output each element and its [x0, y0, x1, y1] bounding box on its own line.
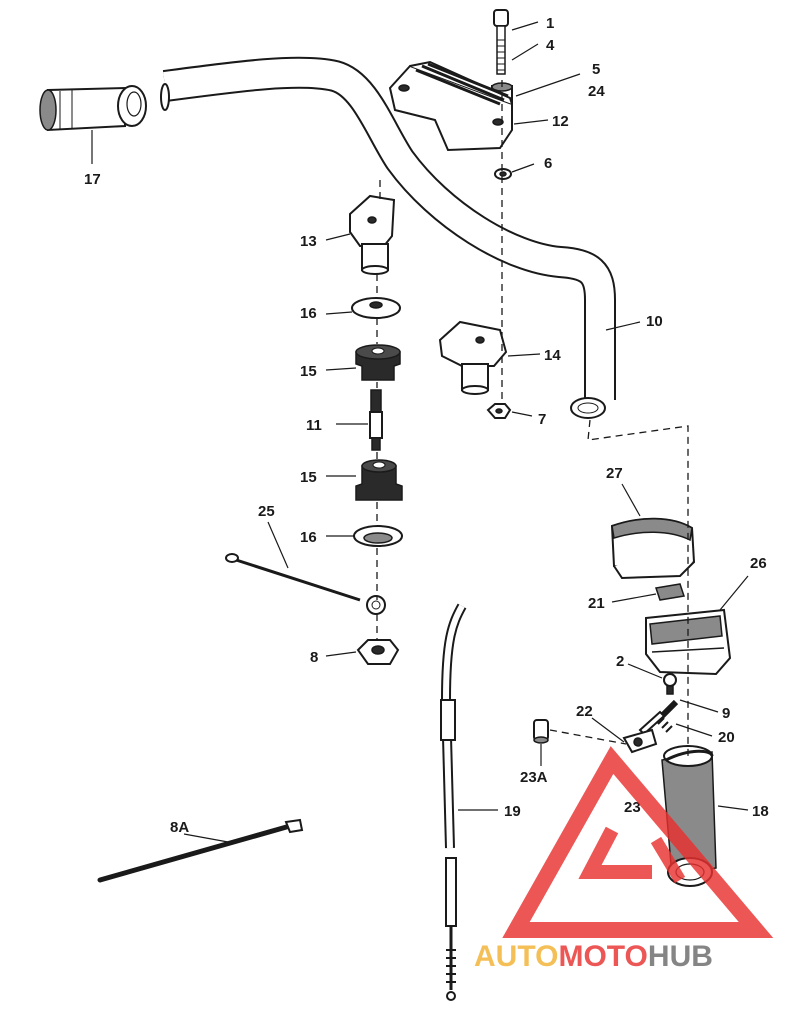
label-25: 25 — [258, 503, 275, 520]
upper-bushing — [355, 344, 401, 381]
label-7: 7 — [538, 411, 546, 428]
label-21: 21 — [588, 595, 605, 612]
assembly-guides — [376, 80, 689, 760]
watermark-hub: HUB — [648, 940, 713, 973]
label-19: 19 — [504, 803, 521, 820]
label-22: 22 — [576, 703, 593, 720]
label-15-lower: 15 — [300, 469, 317, 486]
upper-rubber-washer — [351, 297, 401, 319]
label-2: 2 — [616, 653, 624, 670]
stud — [369, 389, 383, 451]
label-8a: 8A — [170, 819, 189, 836]
label-16-upper: 16 — [300, 305, 317, 322]
left-riser — [349, 194, 396, 275]
throttle-cable — [440, 603, 467, 1001]
label-26: 26 — [750, 555, 767, 572]
watermark-text: AUTOMOTOHUB — [474, 940, 713, 973]
label-15-upper: 15 — [300, 363, 317, 380]
label-16-lower: 16 — [300, 529, 317, 546]
screw-2 — [663, 673, 677, 695]
part-labels: 1 4 5 24 12 6 17 13 10 16 14 15 11 7 15 … — [84, 15, 769, 836]
label-10: 10 — [646, 313, 663, 330]
nut-7 — [486, 403, 512, 419]
label-11: 11 — [306, 417, 322, 434]
friction-shoe — [655, 583, 685, 601]
label-17: 17 — [84, 171, 101, 188]
plug — [533, 719, 549, 744]
cable-strap — [97, 818, 304, 883]
nut-8 — [356, 639, 400, 665]
watermark-moto: MOTO — [558, 940, 647, 973]
watermark-auto: AUTO — [474, 940, 558, 973]
right-riser — [438, 320, 508, 395]
label-8: 8 — [310, 649, 318, 666]
label-27: 27 — [606, 465, 623, 482]
label-13: 13 — [300, 233, 317, 250]
lower-cup-washer — [353, 525, 403, 547]
label-12: 12 — [552, 113, 569, 130]
screw — [493, 9, 509, 75]
label-24: 24 — [588, 83, 605, 100]
label-18: 18 — [752, 803, 769, 820]
label-20: 20 — [718, 729, 735, 746]
lower-bushing — [355, 459, 403, 501]
friction-adjuster — [622, 728, 658, 754]
leader-lines — [91, 21, 749, 843]
housing-upper — [610, 517, 696, 580]
label-4: 4 — [546, 37, 555, 54]
label-9: 9 — [722, 705, 730, 722]
handlebar-tube — [160, 56, 616, 419]
label-23: 23 — [624, 799, 641, 816]
left-grip — [39, 85, 147, 132]
label-23a: 23A — [520, 769, 548, 786]
label-5: 5 — [592, 61, 600, 78]
label-6: 6 — [544, 155, 552, 172]
label-1: 1 — [546, 15, 554, 32]
automotohub-watermark: AUTOMOTOHUB — [474, 746, 774, 973]
top-clamp — [388, 60, 513, 152]
label-14: 14 — [544, 347, 561, 364]
adjust-screw-spring — [638, 699, 679, 736]
watermark-triangle-logo — [502, 746, 774, 938]
small-washer — [494, 168, 512, 180]
ground-wire — [225, 553, 386, 615]
